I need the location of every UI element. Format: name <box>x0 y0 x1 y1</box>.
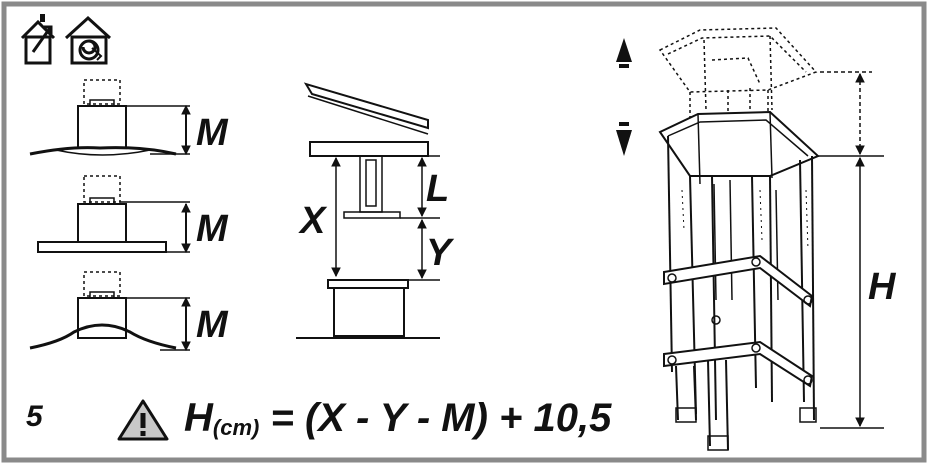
installation-height-diagram <box>296 82 440 339</box>
hood-profile-flat <box>37 175 191 254</box>
formula-unit: (cm) <box>212 415 260 440</box>
extraction-mode-icon <box>20 14 56 65</box>
formula-rhs: = (X - Y - M) + 10,5 <box>270 396 612 440</box>
recirculation-mode-icon <box>64 15 112 65</box>
hood-profile-dome <box>29 271 191 352</box>
dimension-label-m: M <box>196 208 228 250</box>
height-formula: H(cm) = (X - Y - M) + 10,5 <box>184 398 611 439</box>
chimney-frame <box>658 27 820 451</box>
frame-raised-position <box>658 27 818 130</box>
hood-profile-curved <box>29 79 191 156</box>
step-number: 5 <box>26 400 43 433</box>
warning-icon <box>117 399 169 441</box>
dimension-label-h: H <box>868 266 896 308</box>
adjust-down-arrow-icon <box>616 122 632 156</box>
height-dimension <box>818 71 884 429</box>
dimension-label-l: L <box>426 168 450 210</box>
formula-lhs: H <box>184 396 213 440</box>
dimension-label-y: Y <box>426 232 452 274</box>
dimension-label-x: X <box>300 200 326 242</box>
dimension-label-m: M <box>196 304 228 346</box>
dimension-label-m: M <box>196 112 228 154</box>
adjust-up-arrow-icon <box>616 38 632 68</box>
